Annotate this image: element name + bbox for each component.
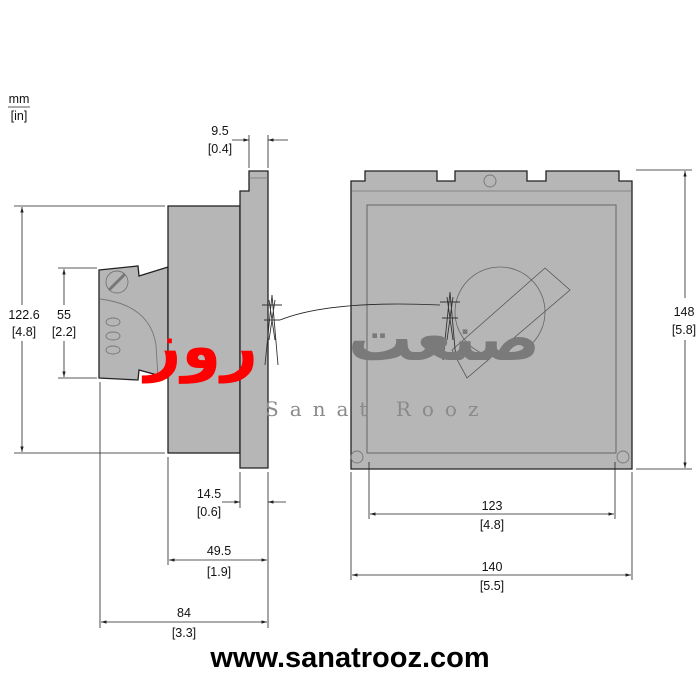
dim-140-mm: 140: [482, 560, 503, 574]
knob-handle-icon: [105, 270, 129, 294]
dim-84-in: [3.3]: [172, 626, 196, 640]
inner-panel: [366, 204, 617, 454]
switch-body: [167, 205, 241, 454]
dim-123-in: [4.8]: [480, 518, 504, 532]
screw-icon: [616, 450, 630, 464]
side-dimensions: 9.5 [0.4] 122.6 [4.8] 55 [2.2] 14.5 [0.6…: [4, 124, 288, 640]
dim-84-mm: 84: [177, 606, 191, 620]
dim-9-5-in: [0.4]: [208, 142, 232, 156]
watermark-persian-red: روز: [142, 310, 258, 384]
dim-49-5-in: [1.9]: [207, 565, 231, 579]
dim-55-in: [2.2]: [52, 325, 76, 339]
screw-icon: [483, 174, 497, 188]
watermark-persian-gray: صنعت: [348, 302, 540, 376]
watermark-latin: Sanat Rooz: [265, 397, 490, 421]
front-plate: [350, 170, 633, 470]
flange: [239, 170, 269, 469]
dim-122-6-mm: 122.6: [8, 308, 39, 322]
screw-icon: [350, 450, 364, 464]
side-view: [98, 170, 269, 469]
dim-9-5-mm: 9.5: [211, 124, 228, 138]
watermark-logo: صنعت روز Sanat Rooz: [142, 302, 540, 421]
dim-148-mm: 148: [674, 305, 695, 319]
dim-14-5-mm: 14.5: [197, 487, 221, 501]
unit-mm: mm: [9, 92, 30, 106]
dim-122-6-in: [4.8]: [12, 325, 36, 339]
dim-55-mm: 55: [57, 308, 71, 322]
rotary-handle-outline: [454, 266, 546, 358]
unit-in: [in]: [11, 109, 28, 123]
dim-14-5-in: [0.6]: [197, 505, 221, 519]
front-dimensions: 148 [5.8] 123 [4.8] 140 [5.5]: [350, 169, 700, 593]
website-url: www.sanatrooz.com: [209, 642, 489, 674]
dim-148-in: [5.8]: [672, 323, 696, 337]
dim-123-mm: 123: [482, 499, 503, 513]
tower-icon: [262, 291, 460, 366]
dim-49-5-mm: 49.5: [207, 544, 231, 558]
front-view: [262, 170, 633, 470]
dim-140-in: [5.5]: [480, 579, 504, 593]
